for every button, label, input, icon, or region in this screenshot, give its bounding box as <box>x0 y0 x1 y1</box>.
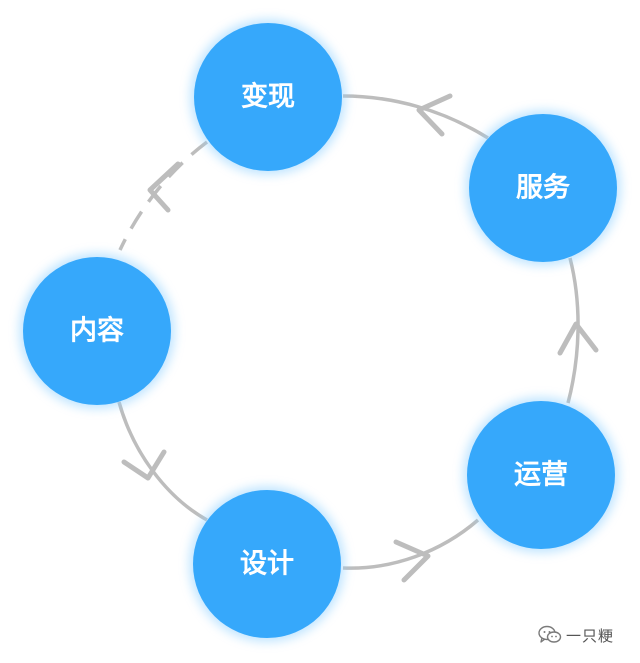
node-fuwu-circle <box>469 114 617 262</box>
node-sheji-label: 设计 <box>240 549 294 580</box>
node-neirong-circle <box>23 257 171 405</box>
watermark-text: 一只粳 <box>566 626 615 645</box>
watermark: 一只粳 <box>538 624 614 646</box>
node-bianxian-circle <box>194 23 342 171</box>
arrow-up-chevron-icon <box>557 321 599 356</box>
arrow-down-chevron-icon <box>121 449 167 481</box>
wechat-icon <box>538 625 562 643</box>
node-fuwu-label: 服务 <box>516 173 570 204</box>
node-sheji-circle <box>193 490 341 638</box>
arrow-left-chevron-icon <box>416 93 453 137</box>
arrow-dashed-chevron-icon <box>147 161 181 213</box>
node-neirong-label: 内容 <box>70 315 124 347</box>
edge-sheji-yunying <box>342 518 480 570</box>
node-bianxian: 变现 <box>190 19 346 175</box>
node-fuwu: 服务 <box>465 110 621 266</box>
edge-bianxian-neirong <box>118 140 209 251</box>
node-bianxian-label: 变现 <box>241 81 295 113</box>
arrowheads <box>121 93 599 583</box>
node-yunying-circle <box>467 401 615 549</box>
node-yunying: 运营 <box>463 397 619 553</box>
edge-yunying-fuwu <box>566 257 580 404</box>
arrow-right-chevron-icon <box>393 539 431 583</box>
node-sheji: 设计 <box>189 486 345 642</box>
edge-fuwu-bianxian <box>342 94 489 140</box>
node-yunying-label: 运营 <box>514 460 568 491</box>
edge-neirong-sheji <box>117 401 208 522</box>
node-neirong: 内容 <box>19 253 175 409</box>
